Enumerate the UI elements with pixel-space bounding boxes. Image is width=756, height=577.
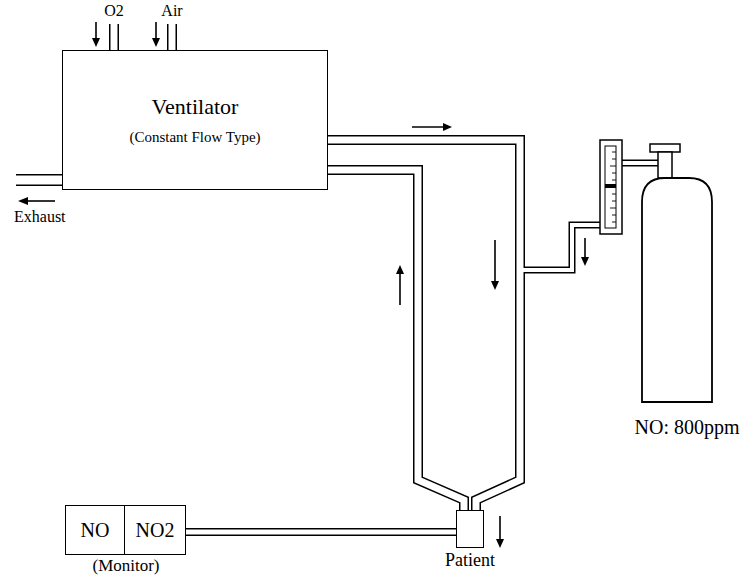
patient-label-wrap: Patient [410, 550, 530, 571]
arrow-head [443, 123, 452, 131]
flow-arrow [152, 38, 160, 47]
arrow-head [396, 265, 404, 274]
node-text: NO: 800ppm [635, 416, 740, 439]
inlet-tube [111, 23, 118, 52]
flowmeter-float [605, 184, 616, 188]
arrow-head [491, 281, 499, 290]
label-wrap: Air [158, 2, 186, 20]
tube-connector [328, 170, 464, 510]
node-text: Ventilator [152, 94, 239, 119]
gas-cylinder: NO: 800ppm [628, 140, 746, 445]
node-text: NO [81, 519, 110, 542]
monitor-box: NO [65, 505, 125, 555]
node-text: NO2 [136, 519, 175, 542]
tube-connector [186, 528, 456, 536]
flow-arrow [26, 200, 55, 202]
arrow-shaft [412, 126, 445, 128]
gas-inlet-label: O2 [104, 2, 124, 20]
arrow-shaft [499, 516, 501, 541]
patient-connector [456, 510, 484, 548]
arrow-shaft [399, 272, 401, 305]
exhaust-tube [16, 174, 63, 186]
flow-arrow [18, 197, 28, 205]
label-wrap: O2 [102, 2, 126, 20]
inlet-tube [167, 24, 177, 51]
label-wrap: (Monitor) [55, 556, 197, 576]
flow-arrow [412, 123, 452, 131]
flow-arrow [491, 240, 499, 290]
valve-stem [658, 152, 672, 178]
gas-inlet-label: Air [161, 2, 182, 20]
flow-arrow [396, 265, 404, 305]
ventilator-box: Ventilator (Constant Flow Type) [62, 50, 328, 190]
arrow-head [581, 257, 589, 266]
tube-connector [328, 140, 520, 510]
tube-bore [328, 170, 464, 510]
monitor-box: NO2 [124, 505, 186, 555]
inlet-tube [109, 24, 119, 51]
inlet-tube [169, 23, 176, 52]
patient-node: Patient [430, 510, 510, 574]
flow-arrow [92, 38, 100, 47]
valve-outlet [628, 160, 659, 167]
flow-arrow [496, 516, 504, 548]
tube-bore [186, 530, 456, 535]
flowmeter-tube [605, 146, 616, 228]
node-text: (Constant Flow Type) [129, 129, 260, 146]
arrow-head [496, 539, 504, 548]
monitor-label: (Monitor) [92, 556, 159, 576]
cylinder-label-wrap: NO: 800ppm [628, 416, 746, 439]
arrow-shaft [494, 240, 496, 283]
cylinder-drawing [628, 140, 746, 410]
flow-arrow [155, 22, 157, 40]
flow-arrow [581, 238, 589, 266]
valve-outlet [628, 161, 658, 165]
node-text: Patient [410, 550, 530, 571]
tube-bore [328, 140, 520, 510]
flowmeter [600, 140, 622, 234]
label-wrap: Exhaust [14, 208, 94, 226]
exhaust-label: Exhaust [14, 208, 66, 226]
valve-handle [650, 144, 680, 152]
cylinder-body [642, 178, 712, 402]
exhaust-tube [15, 176, 64, 185]
arrow-shaft [584, 238, 586, 259]
flow-arrow [95, 22, 97, 40]
